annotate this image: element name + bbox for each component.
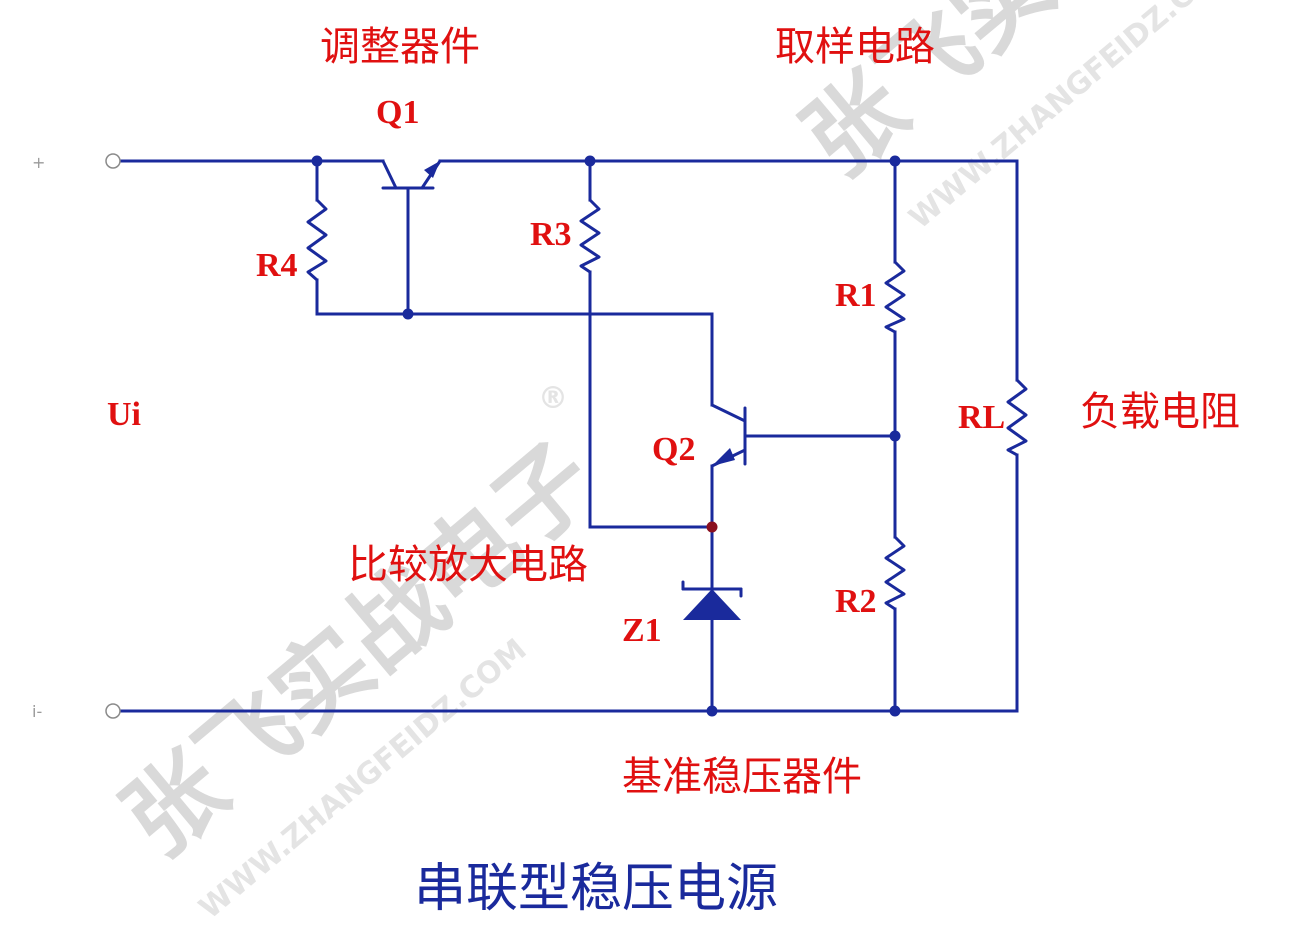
- annotation-adjust-device: 调整器件: [320, 24, 480, 70]
- label-q2: Q2: [652, 431, 695, 468]
- diagram-title: 串联型稳压电源: [414, 859, 778, 919]
- terminal-minus-label: i-: [32, 702, 42, 721]
- transistor-q2: [710, 403, 747, 468]
- label-z1: Z1: [622, 612, 662, 649]
- terminal-minus: [105, 703, 121, 719]
- junction-nodes: [311, 155, 901, 717]
- annotation-sampling-circuit: 取样电路: [775, 24, 935, 70]
- emitter-arrow-icon: [424, 161, 440, 178]
- annotation-load-resistor: 负载电阻: [1080, 389, 1240, 435]
- label-r1: R1: [835, 277, 877, 314]
- annotation-compare-amplifier: 比较放大电路: [348, 542, 588, 588]
- resistor-r3: [579, 198, 601, 274]
- wires: [118, 159, 1019, 713]
- label-rl: RL: [958, 399, 1005, 436]
- label-ui: Ui: [107, 396, 141, 433]
- input-terminals: + i-: [32, 153, 121, 721]
- terminal-plus-label: +: [32, 153, 45, 172]
- resistor-rl: [1006, 378, 1028, 457]
- resistor-r4: [306, 198, 328, 282]
- watermark-brand: 张飞实战电子: [103, 422, 616, 878]
- annotations: 调整器件 取样电路 负载电阻 比较放大电路 基准稳压器件: [320, 24, 1240, 800]
- zener-diode-z1: [681, 580, 743, 620]
- transistor-q1: [381, 159, 442, 190]
- annotation-reference-regulator: 基准稳压器件: [622, 754, 862, 800]
- label-r3: R3: [530, 216, 572, 253]
- component-labels: Q1 R4 R3 R1 R2 RL Q2 Z1 Ui: [107, 94, 1005, 649]
- terminal-plus: [105, 153, 121, 169]
- emitter-arrow-icon: [712, 448, 735, 466]
- label-q1: Q1: [376, 94, 419, 131]
- registered-mark: ®: [538, 381, 568, 416]
- label-r2: R2: [835, 583, 877, 620]
- resistor-r1: [884, 260, 906, 334]
- label-r4: R4: [256, 247, 298, 284]
- resistor-r2: [884, 535, 906, 611]
